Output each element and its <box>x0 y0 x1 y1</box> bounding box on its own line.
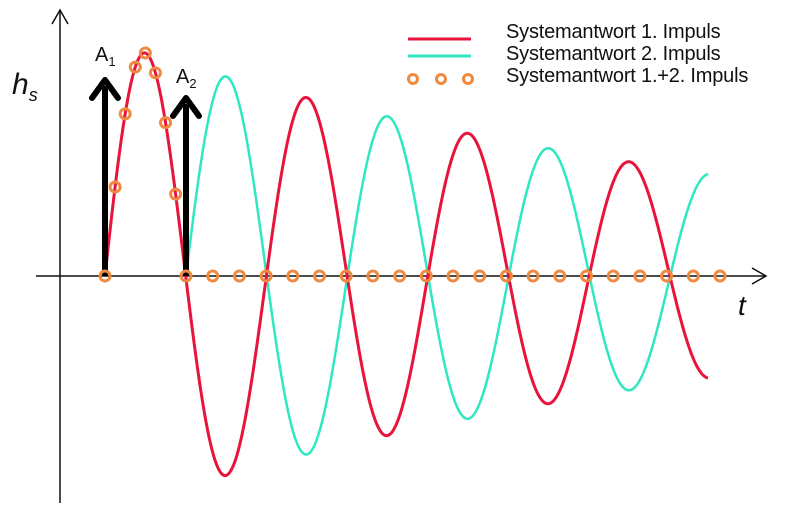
legend-label: Systemantwort 2. Impuls <box>506 43 721 65</box>
sum-marker <box>313 269 326 283</box>
sum-marker <box>713 269 727 283</box>
sum-marker <box>138 46 152 60</box>
sum-marker <box>446 269 460 283</box>
sum-marker <box>606 269 620 283</box>
sum-marker <box>339 269 353 283</box>
sum-marker <box>526 269 540 283</box>
sum-marker <box>232 269 246 283</box>
sum-marker <box>98 269 112 283</box>
legend-swatch-circle <box>435 73 447 85</box>
legend-swatch-circle <box>407 73 419 85</box>
sum-marker <box>118 107 132 121</box>
impulse-label-a2: A2 <box>176 66 197 91</box>
sum-marker <box>419 269 433 283</box>
sum-marker <box>179 269 193 283</box>
sum-marker <box>686 269 700 283</box>
x-axis-label: t <box>738 290 746 321</box>
impulse-label-a1: A1 <box>95 44 116 69</box>
sum-marker <box>169 187 183 201</box>
legend-label: Systemantwort 1. Impuls <box>506 21 721 43</box>
sum-marker <box>159 116 173 130</box>
arrow-head-icon <box>89 77 121 101</box>
sum-marker <box>499 269 513 283</box>
legend-label: Systemantwort 1.+2. Impuls <box>506 65 749 87</box>
sum-marker <box>206 269 220 283</box>
sum-marker <box>553 269 567 283</box>
x-axis-arrow-icon <box>751 267 768 285</box>
sum-response-markers <box>98 46 727 283</box>
sum-marker <box>580 269 593 283</box>
response2-curve <box>184 75 709 456</box>
sum-marker <box>660 269 674 283</box>
sum-marker <box>108 180 122 194</box>
sum-marker <box>633 269 647 283</box>
sum-marker <box>473 269 487 283</box>
legend-swatch-circle <box>462 73 474 85</box>
curves <box>103 51 709 478</box>
legend-swatches <box>407 37 474 85</box>
sum-marker <box>148 66 162 80</box>
sum-marker <box>393 269 407 283</box>
sum-marker <box>128 60 142 74</box>
response1-curve <box>103 51 709 478</box>
impulse-arrows <box>89 77 202 276</box>
sum-marker <box>286 269 300 283</box>
sum-marker <box>259 269 273 283</box>
y-axis-arrow-icon <box>51 8 69 25</box>
y-axis-label: hs <box>12 68 38 105</box>
arrow-head-icon <box>170 95 202 119</box>
sum-marker <box>366 269 380 283</box>
